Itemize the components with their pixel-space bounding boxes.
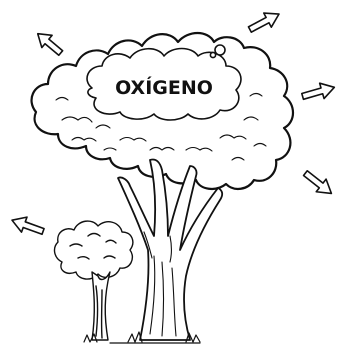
oxygen-label: OXÍGENO: [115, 76, 213, 99]
arrow-icon-top-right: [246, 7, 283, 37]
thought-bubble-small: [210, 52, 215, 57]
arrow-icon-left: [9, 213, 45, 239]
arrow-icon-bottom-right: [300, 167, 336, 200]
small-tree-canopy: [55, 221, 133, 279]
arrow-icon-top-left: [33, 28, 66, 60]
thought-bubble-large: [215, 45, 225, 55]
small-tree-icon: [55, 221, 133, 340]
arrow-icon-right: [300, 80, 336, 104]
